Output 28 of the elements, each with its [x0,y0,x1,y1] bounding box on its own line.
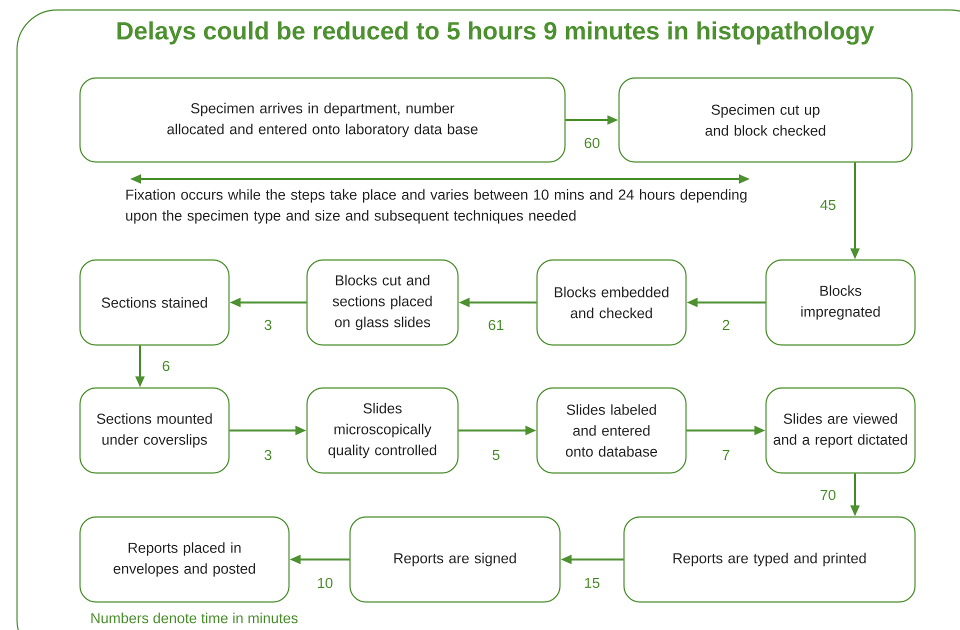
process-box: Blocks cut and sections placed on glass slides [306,259,459,346]
note-text: Fixation occurs while the steps take place and varies between 10 mins and 24 hours depending upon the specimen type and size and subsequent techniques needed [126,189,746,224]
edge-label: 60 [584,138,600,148]
process-box: Reports are signed [349,516,561,603]
edge-label: 45 [820,200,836,210]
edge-label: 3 [264,450,272,460]
process-box: Reports placed in envelopes and posted [79,516,290,603]
edge-label: 61 [488,320,504,330]
process-box: Blocks impregnated [765,259,916,346]
edge-label: 6 [162,360,170,372]
process-box: Specimen cut up and block checked [618,77,913,163]
caption: Numbers denote time in minutes [91,612,298,624]
edge-label: 15 [585,578,600,588]
edge-label: 70 [820,490,836,500]
process-box: Reports are typed and printed [623,516,916,603]
process-box: Sections mounted under coverslips [79,387,230,474]
process-box: Slides labeled and entered onto database [536,387,687,474]
process-box: Slides microscopically quality controlled [306,387,459,474]
title: Delays could be reduced to 5 hours 9 minutes in histopathology [117,21,874,45]
edge-label: 2 [722,320,730,330]
process-box: Specimen arrives in department, number allocated and entered onto laboratory data base [79,77,566,163]
edge-label: 5 [492,450,500,460]
edge-label: 3 [264,320,272,330]
process-box: Slides are viewed and a report dictated [765,387,916,474]
edge-label: 10 [318,578,332,588]
process-box: Blocks embedded and checked [536,259,687,346]
edge-label: 7 [722,450,730,460]
process-box: Sections stained [79,259,230,346]
